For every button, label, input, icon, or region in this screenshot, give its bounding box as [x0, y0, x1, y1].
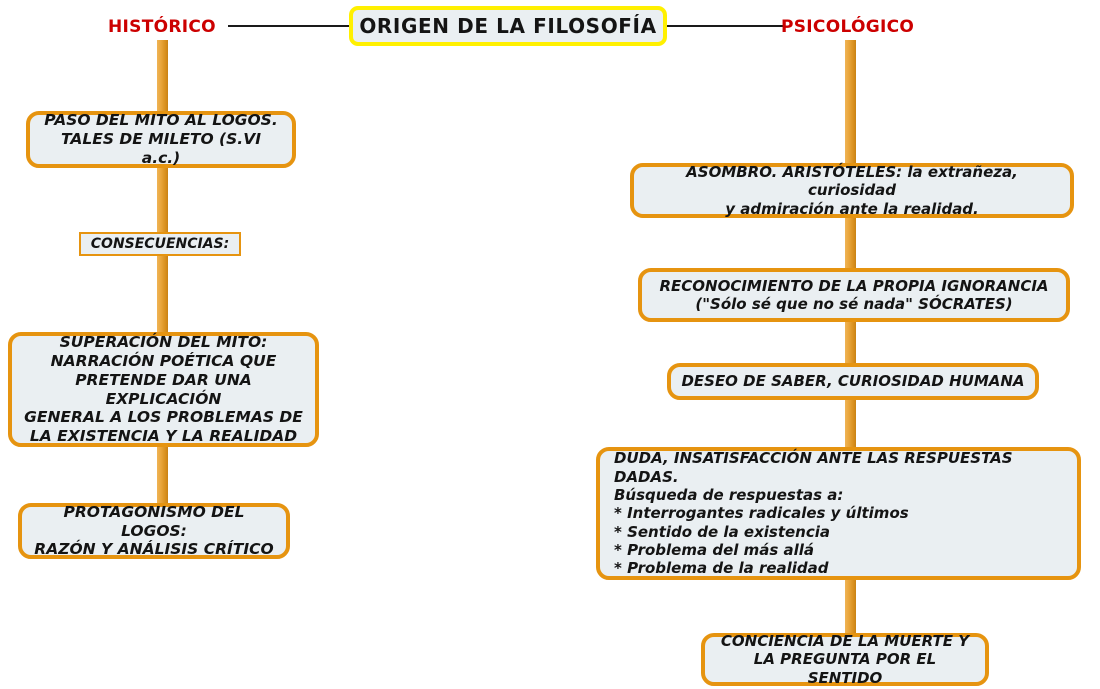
- connector-node1-to-consecuencias: [157, 165, 168, 236]
- node-duda-insatisfaccion: DUDA, INSATISFACCIÓN ANTE LAS RESPUESTAS…: [596, 447, 1081, 580]
- connector-node4-to-node5: [845, 578, 856, 637]
- node-line: DUDA, INSATISFACCIÓN ANTE LAS RESPUESTAS…: [614, 449, 1013, 486]
- node-line: * Sentido de la existencia: [614, 522, 831, 541]
- connector-psicologico-to-node1: [845, 40, 856, 165]
- diagram-title-box: ORIGEN DE LA FILOSOFÍA: [349, 6, 667, 46]
- node-line: RECONOCIMIENTO DE LA PROPIA IGNORANCIA: [659, 276, 1049, 295]
- node-reconocimiento-ignorancia: RECONOCIMIENTO DE LA PROPIA IGNORANCIA (…: [638, 268, 1070, 322]
- node-line: * Problema de la realidad: [614, 559, 829, 578]
- connector-node2-to-node3: [845, 320, 856, 365]
- node-line: RAZÓN Y ANÁLISIS CRÍTICO: [34, 540, 274, 559]
- node-paso-del-mito-al-logos: PASO DEL MITO AL LOGOS. TALES DE MILETO …: [26, 111, 296, 168]
- connector-node1-to-node2: [845, 216, 856, 269]
- node-line: PASO DEL MITO AL LOGOS.: [44, 111, 278, 130]
- node-deseo-de-saber: DESEO DE SABER, CURIOSIDAD HUMANA: [667, 363, 1039, 400]
- node-line: CONSECUENCIAS:: [90, 236, 230, 252]
- node-line: NARRACIÓN POÉTICA QUE: [50, 351, 277, 370]
- node-superacion-del-mito: SUPERACIÓN DEL MITO: NARRACIÓN POÉTICA Q…: [8, 332, 319, 447]
- page-title: ORIGEN DE LA FILOSOFÍA: [359, 14, 657, 38]
- connector-title-to-historico: [228, 25, 353, 27]
- connector-title-to-psicologico: [665, 25, 785, 27]
- connector-consecuencias-to-node3: [157, 255, 168, 335]
- node-line: TALES DE MILETO (S.VI a.c.): [61, 130, 261, 167]
- node-line: LA PREGUNTA POR EL SENTIDO: [753, 650, 937, 687]
- node-line: * Problema del más allá: [614, 540, 815, 559]
- node-line: DESEO DE SABER, CURIOSIDAD HUMANA: [681, 372, 1025, 391]
- node-asombro-aristoteles: ASOMBRO. ARISTÓTELES: la extrañeza, curi…: [630, 163, 1074, 218]
- node-line: ("Sólo sé que no sé nada" SÓCRATES): [695, 295, 1013, 313]
- node-line: y admiración ante la realidad.: [725, 199, 979, 218]
- node-line: ASOMBRO. ARISTÓTELES: la extrañeza, curi…: [686, 163, 1018, 200]
- branch-label-psicologico: PSICOLÓGICO: [781, 17, 915, 37]
- node-line: CONCIENCIA DE LA MUERTE Y: [720, 632, 970, 651]
- node-consecuencias: CONSECUENCIAS:: [79, 232, 241, 256]
- connector-node3-to-node4: [845, 398, 856, 449]
- node-line: PROTAGONISMO DEL LOGOS:: [63, 502, 245, 540]
- connector-node3-to-node4: [157, 445, 168, 505]
- node-conciencia-de-la-muerte: CONCIENCIA DE LA MUERTE Y LA PREGUNTA PO…: [701, 632, 989, 687]
- branch-label-historico: HISTÓRICO: [108, 17, 216, 37]
- node-line: LA EXISTENCIA Y LA REALIDAD: [29, 427, 298, 446]
- node-line: Búsqueda de respuestas a:: [614, 486, 844, 505]
- node-line: SUPERACIÓN DEL MITO:: [59, 332, 268, 351]
- node-line: GENERAL A LOS PROBLEMAS DE: [24, 408, 303, 427]
- node-line: * Interrogantes radicales y últimos: [614, 504, 909, 523]
- connector-historico-to-node1: [157, 40, 168, 114]
- node-protagonismo-del-logos: PROTAGONISMO DEL LOGOS: RAZÓN Y ANÁLISIS…: [18, 503, 290, 559]
- node-line: PRETENDE DAR UNA EXPLICACIÓN: [75, 370, 252, 408]
